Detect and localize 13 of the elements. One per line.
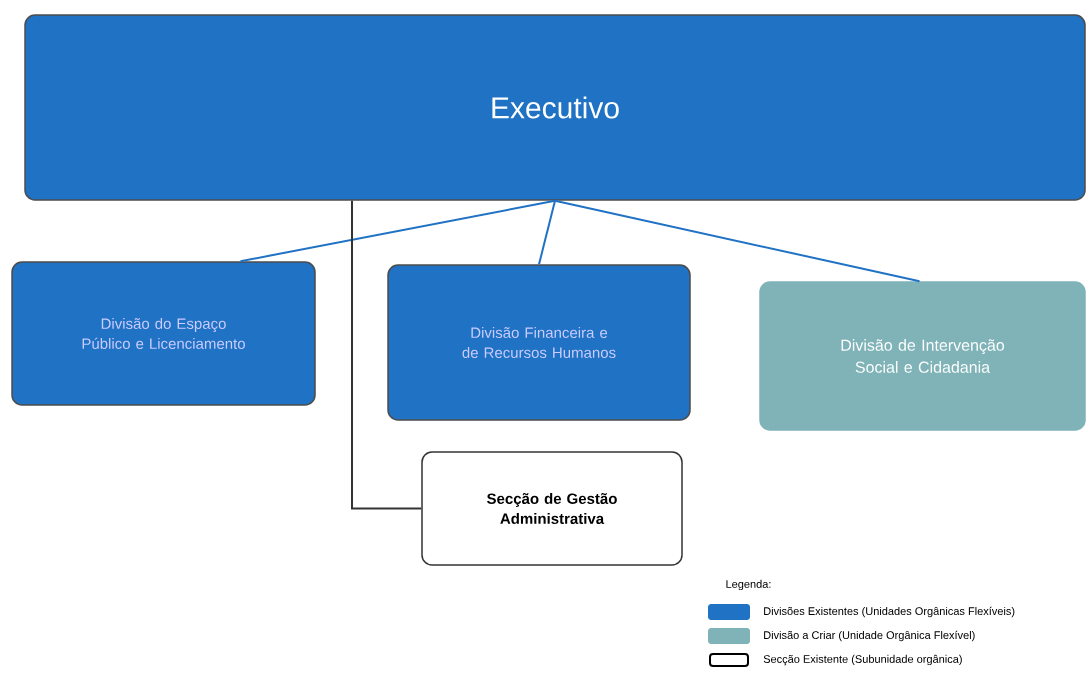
- connector-line: [554, 199, 921, 283]
- connector-line: [239, 199, 556, 263]
- division-box: Divisão do Espaço Público e Licenciamento: [11, 261, 316, 406]
- division-box: Divisão de Intervenção Social e Cidadania: [759, 281, 1086, 431]
- division-box: Divisão Financeira e de Recursos Humanos: [387, 264, 691, 421]
- header-box: Executivo: [24, 14, 1086, 201]
- legend-text: Divisões Existentes (Unidades Orgânicas Flexíveis): [764, 606, 1015, 618]
- connector-line: [351, 199, 423, 510]
- division-box: Secção de Gestão Administrativa: [421, 451, 683, 566]
- legend-title: Legenda:: [726, 579, 771, 591]
- legend-text: Secção Existente (Subunidade orgânica): [763, 654, 962, 666]
- legend-text: Divisão a Criar (Unidade Orgânica Flexível): [764, 630, 975, 642]
- connector-line: [538, 199, 556, 266]
